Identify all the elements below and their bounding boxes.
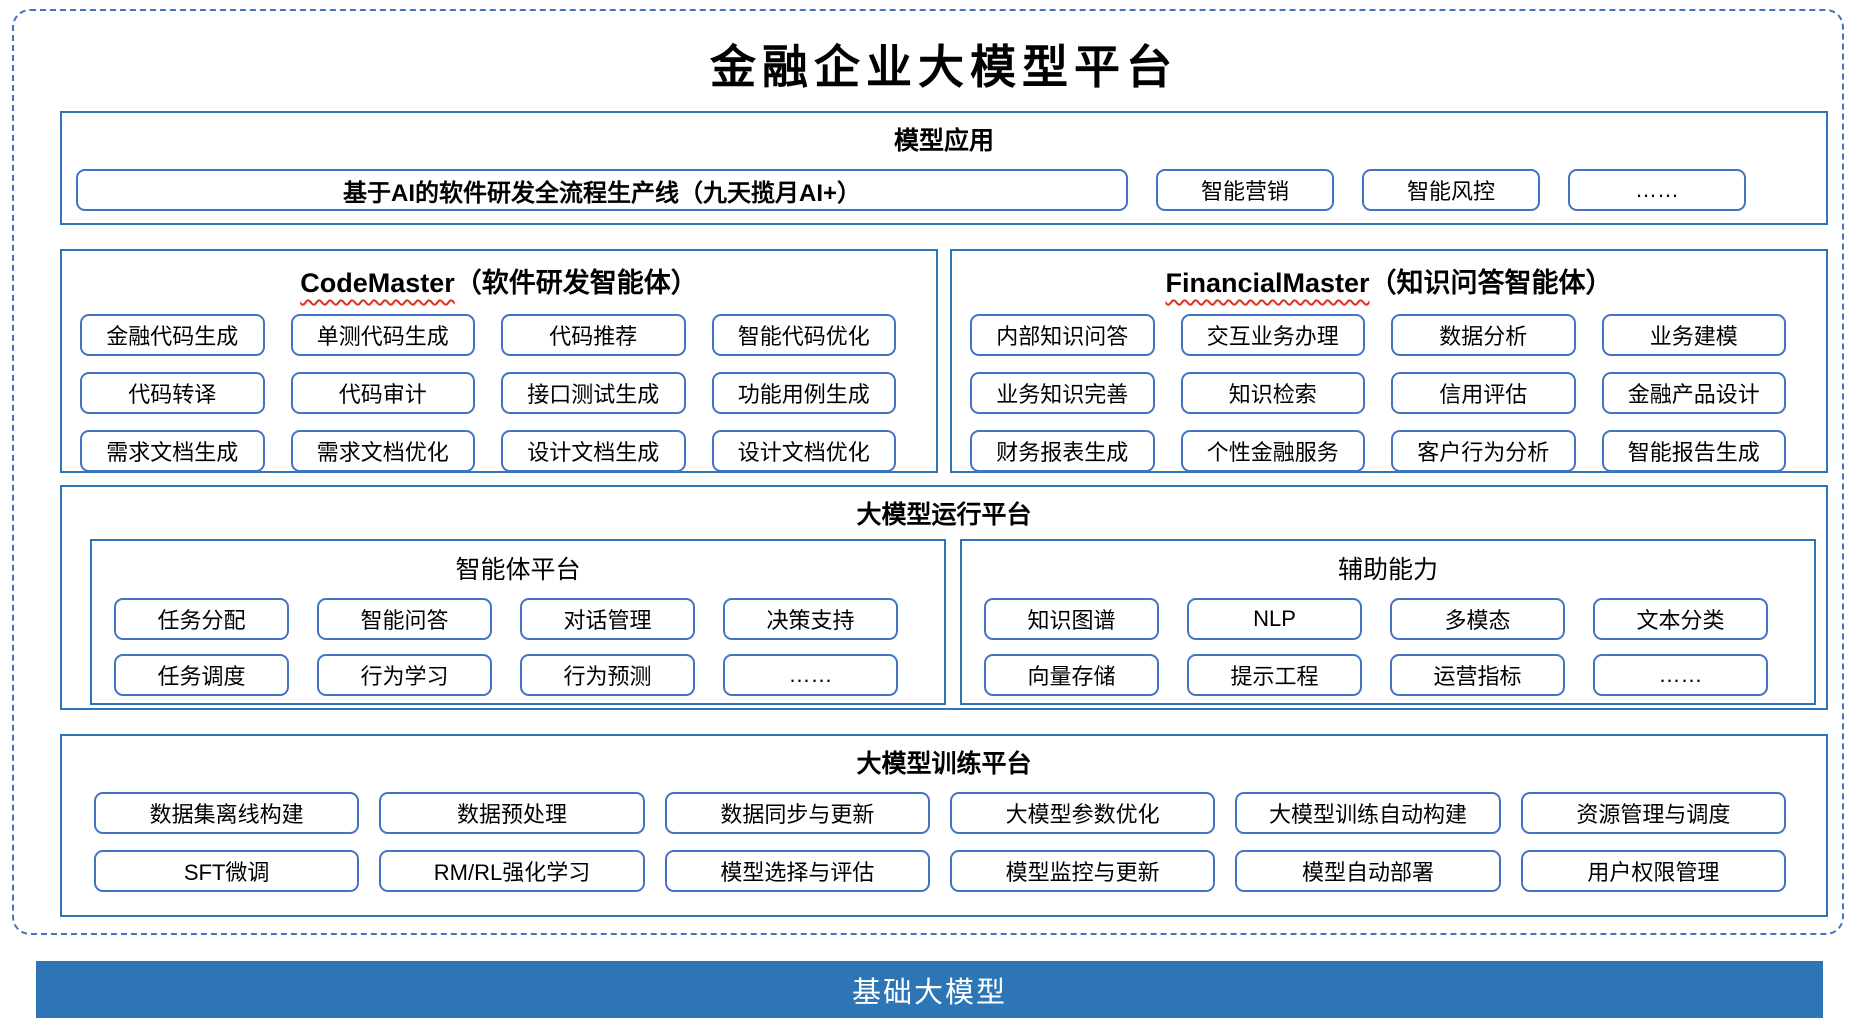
codemaster-grid: 金融代码生成单测代码生成代码推荐智能代码优化代码转译代码审计接口测试生成功能用例… [62, 300, 936, 472]
capability-box: RM/RL强化学习 [379, 850, 645, 892]
capability-box: …… [1593, 654, 1768, 696]
capability-box: 行为预测 [520, 654, 695, 696]
capability-box: …… [1568, 169, 1746, 211]
capability-box: 对话管理 [520, 598, 695, 640]
pipeline-box: 基于AI的软件研发全流程生产线（九天揽月AI+） [76, 169, 1128, 211]
capability-box: 设计文档优化 [711, 430, 896, 472]
capability-box: 提示工程 [1187, 654, 1362, 696]
agent-platform-grid: 任务分配智能问答对话管理决策支持任务调度行为学习行为预测 …… [92, 586, 944, 696]
runtime-platform-header: 大模型运行平台 [856, 501, 1032, 529]
codemaster-subtitle: （软件研发智能体） [454, 268, 698, 298]
model-application-header: 模型应用 [893, 127, 994, 155]
capability-box: 多模态 [1390, 598, 1565, 640]
capability-box: 智能问答 [317, 598, 492, 640]
capability-box: 资源管理与调度 [1520, 792, 1786, 834]
capability-box: 智能代码优化 [711, 314, 896, 356]
training-grid: 数据集离线构建数据预处理数据同步与更新大模型参数优化大模型训练自动构建资源管理与… [62, 780, 1826, 892]
section-financialmaster: FinancialMaster（知识问答智能体） 内部知识问答交互业务办理数据分… [950, 249, 1828, 473]
capability-box: 用户权限管理 [1520, 850, 1786, 892]
capability-box: 金融产品设计 [1601, 372, 1786, 414]
section-model-application: 模型应用 基于AI的软件研发全流程生产线（九天揽月AI+） 智能营销智能风控 …… [60, 111, 1828, 225]
capability-box: 接口测试生成 [501, 372, 686, 414]
capability-box: 智能报告生成 [1601, 430, 1786, 472]
capability-box: 数据预处理 [379, 792, 645, 834]
capability-box: 内部知识问答 [970, 314, 1155, 356]
capability-box: 知识图谱 [984, 598, 1159, 640]
training-platform-header: 大模型训练平台 [856, 750, 1032, 778]
capability-box: 需求文档生成 [80, 430, 265, 472]
capability-box: 大模型参数优化 [950, 792, 1216, 834]
capability-box: 个性金融服务 [1180, 430, 1365, 472]
capability-box: 功能用例生成 [711, 372, 896, 414]
aux-ability-box: 辅助能力 知识图谱 NLP 多模态文本分类向量存储提示工程运营指标 …… [960, 539, 1816, 705]
page-title: 金融企业大模型平台 [710, 40, 1178, 94]
model-application-items: 智能营销智能风控 …… [1156, 169, 1746, 211]
model-application-row: 基于AI的软件研发全流程生产线（九天揽月AI+） 智能营销智能风控 …… [62, 157, 1826, 211]
capability-box: 单测代码生成 [290, 314, 475, 356]
capability-box: 交互业务办理 [1180, 314, 1365, 356]
capability-box: 运营指标 [1390, 654, 1565, 696]
aux-ability-header: 辅助能力 [1337, 556, 1438, 584]
section-runtime-platform: 大模型运行平台 智能体平台 任务分配智能问答对话管理决策支持任务调度行为学习行为… [60, 485, 1828, 710]
capability-box: 模型自动部署 [1235, 850, 1501, 892]
capability-box: 数据分析 [1391, 314, 1576, 356]
capability-box: 智能风控 [1362, 169, 1540, 211]
capability-box: 信用评估 [1391, 372, 1576, 414]
capability-box: NLP [1187, 598, 1362, 640]
capability-box: 需求文档优化 [290, 430, 475, 472]
capability-box: 数据集离线构建 [94, 792, 360, 834]
runtime-row: 智能体平台 任务分配智能问答对话管理决策支持任务调度行为学习行为预测 …… 辅助能… [62, 531, 1826, 705]
aux-ability-grid: 知识图谱 NLP 多模态文本分类向量存储提示工程运营指标 …… [962, 586, 1814, 696]
capability-box: 客户行为分析 [1391, 430, 1576, 472]
capability-box: 金融代码生成 [80, 314, 265, 356]
agent-platform-header: 智能体平台 [455, 556, 581, 584]
capability-box: 模型选择与评估 [664, 850, 930, 892]
capability-box: SFT微调 [94, 850, 360, 892]
financialmaster-grid: 内部知识问答交互业务办理数据分析业务建模业务知识完善知识检索信用评估金融产品设计… [952, 300, 1826, 472]
platform-diagram-frame: 金融企业大模型平台 模型应用 基于AI的软件研发全流程生产线（九天揽月AI+） … [12, 9, 1844, 935]
section-codemaster: CodeMaster（软件研发智能体） 金融代码生成单测代码生成代码推荐智能代码… [60, 249, 938, 473]
capability-box: 财务报表生成 [970, 430, 1155, 472]
capability-box: 知识检索 [1180, 372, 1365, 414]
capability-box: 大模型训练自动构建 [1235, 792, 1501, 834]
capability-box: 代码转译 [80, 372, 265, 414]
capability-box: 决策支持 [723, 598, 898, 640]
capability-box: 代码推荐 [501, 314, 686, 356]
financialmaster-title: FinancialMaster（知识问答智能体） [952, 251, 1826, 300]
capability-box: 业务知识完善 [970, 372, 1155, 414]
capability-box: 业务建模 [1601, 314, 1786, 356]
agents-row: CodeMaster（软件研发智能体） 金融代码生成单测代码生成代码推荐智能代码… [60, 249, 1828, 473]
capability-box: 文本分类 [1593, 598, 1768, 640]
capability-box: 数据同步与更新 [664, 792, 930, 834]
financialmaster-subtitle: （知识问答智能体） [1369, 268, 1613, 298]
capability-box: 行为学习 [317, 654, 492, 696]
codemaster-title: CodeMaster（软件研发智能体） [62, 251, 936, 300]
base-model-bar: 基础大模型 [36, 961, 1823, 1018]
financialmaster-name: FinancialMaster [1165, 268, 1370, 298]
section-training-platform: 大模型训练平台 数据集离线构建数据预处理数据同步与更新大模型参数优化大模型训练自… [60, 734, 1828, 917]
capability-box: 向量存储 [984, 654, 1159, 696]
capability-box: 模型监控与更新 [950, 850, 1216, 892]
base-model-label: 基础大模型 [851, 976, 1007, 1009]
codemaster-name: CodeMaster [300, 268, 455, 298]
capability-box: …… [723, 654, 898, 696]
capability-box: 代码审计 [290, 372, 475, 414]
capability-box: 设计文档生成 [501, 430, 686, 472]
capability-box: 任务分配 [114, 598, 289, 640]
capability-box: 智能营销 [1156, 169, 1334, 211]
capability-box: 任务调度 [114, 654, 289, 696]
agent-platform-box: 智能体平台 任务分配智能问答对话管理决策支持任务调度行为学习行为预测 …… [90, 539, 946, 705]
